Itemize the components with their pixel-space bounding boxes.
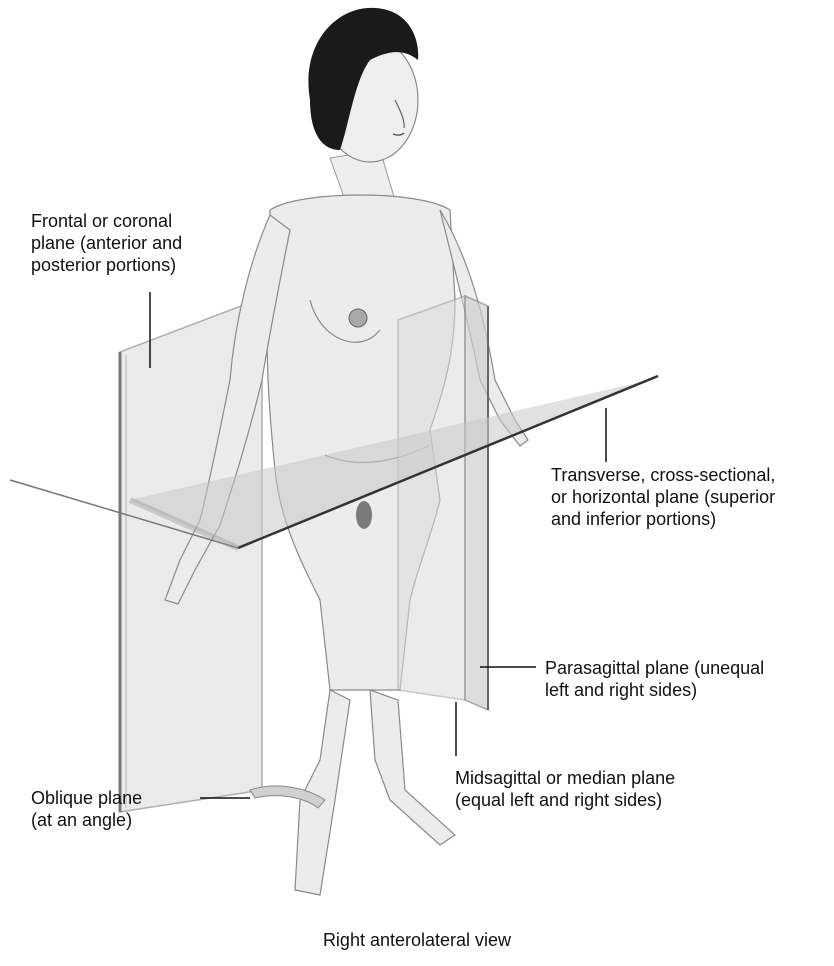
parasagittal-plane-label: Parasagittal plane (unequal left and rig… xyxy=(545,657,764,701)
frontal-plane-label: Frontal or coronal plane (anterior and p… xyxy=(31,210,182,276)
oblique-label-line-1: Oblique plane xyxy=(31,787,142,809)
midsagittal-label-line-1: Midsagittal or median plane xyxy=(455,767,675,789)
transverse-label-line-1: Transverse, cross-sectional, xyxy=(551,464,775,486)
frontal-label-line-3: posterior portions) xyxy=(31,254,182,276)
parasagittal-label-line-2: left and right sides) xyxy=(545,679,764,701)
sagittal-plane xyxy=(398,296,488,710)
view-caption: Right anterolateral view xyxy=(0,930,834,951)
frontal-label-line-1: Frontal or coronal xyxy=(31,210,182,232)
transverse-plane-label: Transverse, cross-sectional, or horizont… xyxy=(551,464,775,530)
oblique-plane-label: Oblique plane (at an angle) xyxy=(31,787,142,831)
frontal-label-line-2: plane (anterior and xyxy=(31,232,182,254)
midsagittal-label-line-2: (equal left and right sides) xyxy=(455,789,675,811)
transverse-label-line-3: and inferior portions) xyxy=(551,508,775,530)
parasagittal-label-line-1: Parasagittal plane (unequal xyxy=(545,657,764,679)
midsagittal-plane-label: Midsagittal or median plane (equal left … xyxy=(455,767,675,811)
oblique-label-line-2: (at an angle) xyxy=(31,809,142,831)
transverse-label-line-2: or horizontal plane (superior xyxy=(551,486,775,508)
